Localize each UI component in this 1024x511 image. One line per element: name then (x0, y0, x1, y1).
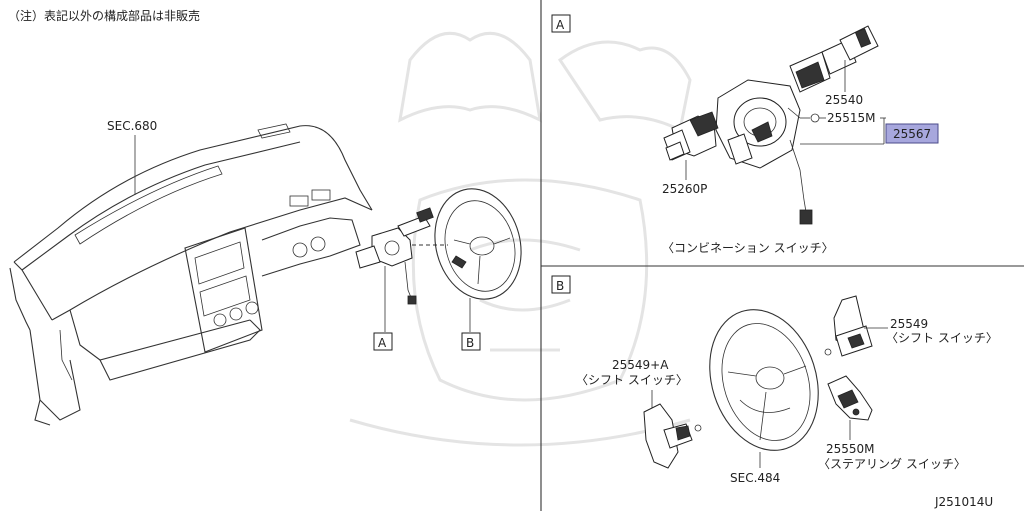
note-text: （注）表記以外の構成部品は非販売 (8, 8, 200, 23)
label-25549: 25549 (890, 317, 928, 331)
shift-switch-right (824, 295, 873, 357)
desc-25549: 〈シフト スイッチ〉 (886, 331, 998, 345)
label-25567: 25567 (893, 127, 931, 141)
sec-680-label: SEC.680 (107, 119, 157, 133)
watermark-emblem (349, 31, 692, 447)
shift-switch-left (643, 403, 702, 469)
sec-484-label: SEC.484 (730, 471, 780, 485)
connector-25515m (787, 107, 826, 123)
label-25515m: 25515M (827, 111, 876, 125)
callout-b-label: B (466, 336, 474, 350)
label-25540: 25540 (825, 93, 863, 107)
steering-wheel-small (434, 188, 522, 300)
desc-25550m: 〈ステアリング スイッチ〉 (818, 457, 966, 471)
steering-wheel-large (709, 309, 819, 468)
steering-switch-part (827, 375, 873, 421)
label-25260p: 25260P (662, 182, 707, 196)
light-switch-part (663, 111, 719, 180)
label-25550m: 25550M (826, 442, 875, 456)
panel-b-tag: B (551, 275, 571, 294)
diagram-code: J251014U (934, 495, 993, 509)
panel-a-tag-label: A (556, 18, 565, 32)
desc-25549a: 〈シフト スイッチ〉 (576, 373, 688, 387)
dashboard-illustration (9, 123, 373, 426)
wiper-switch-part (789, 25, 879, 93)
highlight-25567[interactable]: 25567 (885, 123, 939, 144)
combination-switch-small (355, 207, 434, 305)
panel-a-caption: 〈コンビネーション スイッチ〉 (662, 241, 834, 255)
panel-b-tag-label: B (556, 279, 564, 293)
label-25549a: 25549+A (612, 358, 669, 372)
combination-switch-body (715, 79, 813, 225)
callout-a-box: A (373, 332, 393, 351)
panel-a-tag: A (551, 14, 571, 33)
callout-b-box: B (461, 332, 481, 351)
callout-a-label: A (378, 336, 387, 350)
